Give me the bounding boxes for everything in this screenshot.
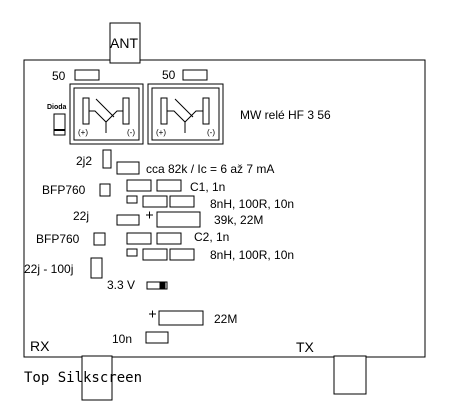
cap-2j2-pad (102, 149, 112, 169)
c2-pad-b (156, 232, 182, 245)
relay-1-footprint (69, 83, 144, 145)
transistor-2-pad (93, 232, 106, 246)
c1-pad-b (156, 179, 182, 192)
bias-resistor-pad (116, 161, 140, 175)
tx-label: TX (296, 339, 314, 355)
silkscreen-title: Top Silkscreen (24, 370, 143, 386)
cap-22j-pad (116, 214, 140, 226)
inductor-1-pad (126, 195, 138, 204)
relay-2-minus: (-) (207, 128, 215, 137)
ant-connector-pad (109, 22, 141, 64)
cap-22j-label: 22j (73, 209, 90, 223)
cap-2j2-label: 2j2 (76, 154, 93, 168)
relay-right-resistor-label: 50 (162, 68, 176, 82)
resistor-100r-2-pad (142, 248, 168, 261)
regulator-pin-mark (159, 282, 166, 289)
bias-note: cca 82k / Ic = 6 až 7 mA (146, 162, 275, 176)
diode-label: Dioda (47, 104, 67, 111)
relay-title: MW relé HF 3 56 (240, 108, 331, 122)
transistor-1-label: BFP760 (42, 183, 86, 197)
inductor-2-pad (126, 248, 138, 257)
board-outline (23, 59, 426, 358)
relay-right-resistor-pad (182, 69, 208, 81)
diode-symbol (53, 113, 66, 136)
c1-pad-a (126, 179, 152, 192)
c2-label: C2, 1n (194, 230, 230, 244)
cap-10n-label: 10n (112, 332, 133, 346)
stage-1-note: 8nH, 100R, 10n (210, 197, 295, 211)
cap-10n-2-pad (169, 248, 195, 261)
ant-label: ANT (110, 35, 138, 51)
relay-1-plus: (+) (78, 128, 88, 137)
stage-1-bias-label: 39k, 22M (214, 213, 264, 227)
cap-range-label: 22j - 100j (24, 262, 74, 276)
rx-connector-pad (81, 355, 113, 401)
cap-range-pad (90, 257, 103, 279)
c2-pad-a (126, 232, 152, 245)
regulator-pad (146, 281, 168, 290)
supply-voltage-label: 3.3 V (107, 278, 136, 292)
relay-2-plus: (+) (156, 128, 166, 137)
stage-1-bias-pad (156, 211, 201, 228)
cap-10n-1-pad (169, 195, 195, 208)
relay-left-resistor-label: 50 (52, 69, 66, 83)
relay-left-resistor-pad (74, 69, 100, 81)
rx-label: RX (30, 338, 50, 354)
resistor-100r-1-pad (142, 195, 168, 208)
stage-2-note: 8nH, 100R, 10n (210, 248, 295, 262)
transistor-2-label: BFP760 (36, 232, 80, 246)
cap-22m-pad (158, 310, 204, 326)
cap-22m-label: 22M (214, 312, 238, 326)
tx-connector-pad (333, 355, 367, 395)
cap-10n-pad (145, 331, 169, 344)
relay-2-footprint (147, 83, 224, 145)
relay-1-minus: (-) (127, 128, 135, 137)
c1-label: C1, 1n (190, 180, 226, 194)
transistor-1-pad (99, 183, 111, 197)
